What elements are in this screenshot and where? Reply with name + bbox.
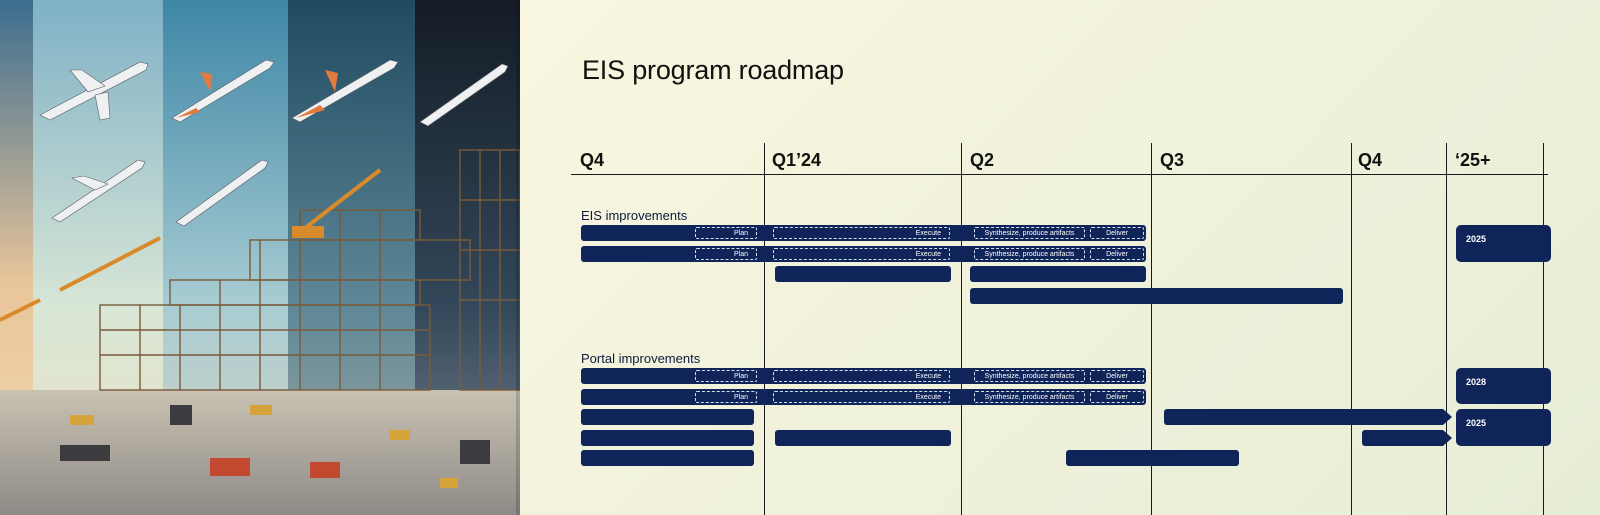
header-divider xyxy=(571,174,1548,176)
column-divider xyxy=(1543,143,1545,515)
quarter-header-q3: Q3 xyxy=(1160,150,1185,170)
phase-execute: Execute xyxy=(773,391,950,403)
quarter-header-q1-24: Q1’24 xyxy=(772,150,822,170)
eis-future-block: 2025 xyxy=(1456,225,1551,262)
quarter-header-q4-second: Q4 xyxy=(1358,150,1383,170)
portal-future-block-2: 2025 xyxy=(1456,409,1551,446)
slide-title: EIS program roadmap xyxy=(582,55,844,85)
phase-synthesize: Synthesize, produce artifacts xyxy=(974,370,1085,382)
column-divider xyxy=(961,143,963,515)
phase-plan: Plan xyxy=(695,248,757,260)
quarter-header-q2: Q2 xyxy=(970,150,995,170)
phase-deliver: Deliver xyxy=(1090,370,1144,382)
phase-synthesize: Synthesize, produce artifacts xyxy=(974,248,1085,260)
phase-deliver: Deliver xyxy=(1090,248,1144,260)
portal-bar-4a xyxy=(581,430,754,446)
eis-bar-3a xyxy=(775,266,951,282)
portal-arrow-bar-1 xyxy=(1164,409,1452,425)
portal-bar-2: Plan Execute Synthesize, produce artifac… xyxy=(581,389,1146,405)
section-label-eis: EIS improvements xyxy=(581,208,688,223)
hero-illustration xyxy=(0,0,520,515)
phase-synthesize: Synthesize, produce artifacts xyxy=(974,391,1085,403)
quarter-header-q4: Q4 xyxy=(580,150,605,170)
portal-future-block-1: 2028 xyxy=(1456,368,1551,404)
phase-execute: Execute xyxy=(773,227,950,239)
eis-bar-3b xyxy=(970,266,1146,282)
column-divider xyxy=(764,143,766,515)
portal-bar-5a xyxy=(581,450,754,466)
section-label-portal: Portal improvements xyxy=(581,351,701,366)
phase-execute: Execute xyxy=(773,248,950,260)
phase-plan: Plan xyxy=(695,370,757,382)
column-divider xyxy=(1151,143,1153,515)
phase-synthesize: Synthesize, produce artifacts xyxy=(974,227,1085,239)
eis-bar-1: Plan Execute Synthesize, produce artifac… xyxy=(581,225,1146,241)
eis-bar-2: Plan Execute Synthesize, produce artifac… xyxy=(581,246,1146,262)
portal-future-year-1: 2028 xyxy=(1466,377,1487,387)
quarter-header-25-plus: ‘25+ xyxy=(1455,150,1491,170)
portal-arrow-bar-2 xyxy=(1362,430,1452,446)
phase-deliver: Deliver xyxy=(1090,391,1144,403)
portal-future-year-2: 2025 xyxy=(1466,418,1487,428)
column-divider xyxy=(1351,143,1353,515)
portal-bar-3 xyxy=(581,409,754,425)
phase-execute: Execute xyxy=(773,370,950,382)
phase-deliver: Deliver xyxy=(1090,227,1144,239)
column-divider xyxy=(1446,143,1448,515)
portal-bar-4b xyxy=(775,430,951,446)
portal-bar-1: Plan Execute Synthesize, produce artifac… xyxy=(581,368,1146,384)
phase-plan: Plan xyxy=(695,227,757,239)
portal-bar-5b xyxy=(1066,450,1239,466)
eis-bar-4 xyxy=(970,288,1343,304)
eis-future-year: 2025 xyxy=(1466,234,1487,244)
phase-plan: Plan xyxy=(695,391,757,403)
